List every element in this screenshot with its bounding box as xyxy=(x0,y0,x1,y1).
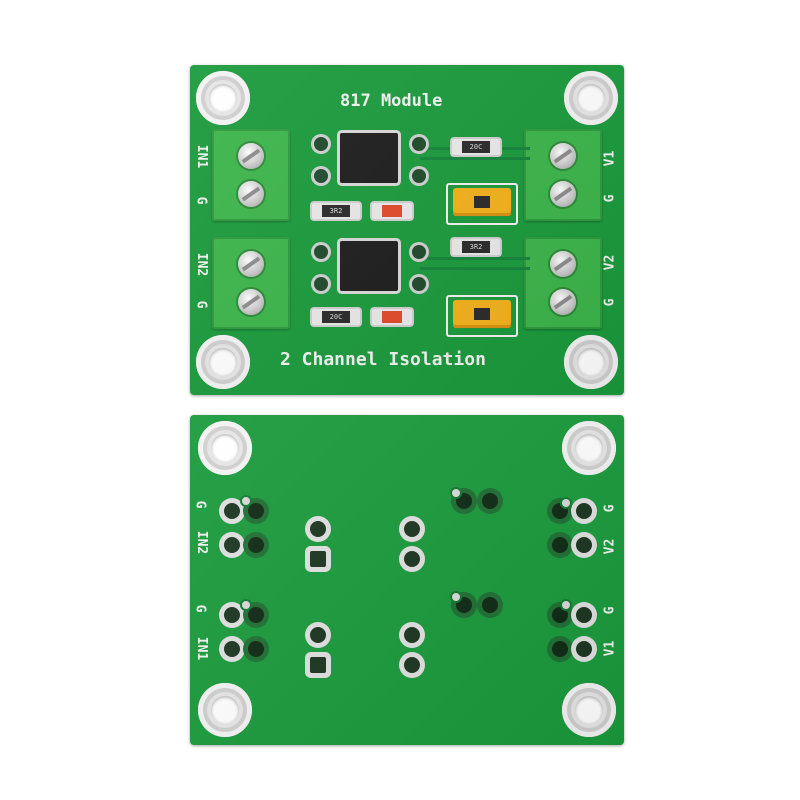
terminal-block-in2 xyxy=(212,237,290,329)
trace xyxy=(420,267,530,270)
led-2 xyxy=(372,309,412,325)
optocoupler-chip-2 xyxy=(340,241,398,291)
solder-pad-square xyxy=(310,551,326,567)
optocoupler-chip-1 xyxy=(340,133,398,183)
solder-pad xyxy=(404,551,420,567)
chip1-pin xyxy=(314,137,328,151)
solder-pad xyxy=(248,503,264,519)
screw-g1 xyxy=(238,181,264,207)
label-back-g-top-right: G xyxy=(602,504,618,513)
label-g1-left: G xyxy=(193,196,209,205)
label-back-g-bottom: G xyxy=(192,604,208,613)
solder-pad xyxy=(456,493,472,509)
screw-g1-out xyxy=(550,181,576,207)
jumper-header-2 xyxy=(446,295,518,337)
trace xyxy=(420,257,530,260)
screw-in2 xyxy=(238,251,264,277)
jumper-cap-1[interactable] xyxy=(453,188,511,216)
solder-pad xyxy=(576,537,592,553)
via xyxy=(562,499,570,507)
label-back-in1: IN1 xyxy=(194,636,210,661)
mounting-hole-top-right xyxy=(564,71,618,125)
chip2-pin xyxy=(314,245,328,259)
solder-pad xyxy=(456,597,472,613)
solder-pad xyxy=(404,657,420,673)
via xyxy=(242,497,250,505)
label-g2-left: G xyxy=(193,300,209,309)
solder-pad xyxy=(224,537,240,553)
solder-pad xyxy=(552,537,568,553)
screw-g2 xyxy=(238,289,264,315)
label-back-g-bottom-right: G xyxy=(602,606,618,615)
label-g2-right: G xyxy=(602,298,618,307)
mounting-hole-bottom-left xyxy=(198,683,252,737)
solder-pad xyxy=(576,641,592,657)
mounting-hole-bottom-left xyxy=(196,335,250,389)
solder-pad xyxy=(576,607,592,623)
label-v2: V2 xyxy=(602,254,618,271)
screw-v1 xyxy=(550,143,576,169)
via xyxy=(452,593,460,601)
solder-pad xyxy=(404,627,420,643)
screw-g2-out xyxy=(550,289,576,315)
solder-pad xyxy=(248,537,264,553)
chip2-pin xyxy=(412,277,426,291)
board-title: 817 Module xyxy=(340,91,443,111)
resistor-top-2: 3R2 xyxy=(452,239,500,255)
solder-pad xyxy=(404,521,420,537)
screw-in1 xyxy=(238,143,264,169)
chip2-pin xyxy=(314,277,328,291)
label-back-g-top: G xyxy=(192,500,208,509)
solder-pad xyxy=(248,641,264,657)
mounting-hole-top-left xyxy=(198,421,252,475)
label-in2: IN2 xyxy=(194,252,210,277)
label-g1-right: G xyxy=(602,194,618,203)
solder-pad xyxy=(482,493,498,509)
solder-pad xyxy=(576,503,592,519)
label-v1: V1 xyxy=(602,150,618,167)
mounting-hole-bottom-right xyxy=(562,683,616,737)
chip1-pin xyxy=(412,137,426,151)
solder-pad xyxy=(224,641,240,657)
solder-pad xyxy=(310,627,326,643)
solder-pad xyxy=(552,607,568,623)
screw-v2 xyxy=(550,251,576,277)
via xyxy=(452,489,460,497)
led-1 xyxy=(372,203,412,219)
solder-pad xyxy=(552,641,568,657)
jumper-header-1 xyxy=(446,183,518,225)
pcb-front-board: 817 Module 2 Channel Isolation IN1 G IN2… xyxy=(190,65,624,395)
label-in1: IN1 xyxy=(194,144,210,169)
label-back-v2: V2 xyxy=(602,538,618,555)
chip1-pin xyxy=(314,169,328,183)
solder-pad xyxy=(224,607,240,623)
jumper-cap-2[interactable] xyxy=(453,300,511,328)
resistor-mid-2: 20C xyxy=(312,309,360,325)
solder-pad xyxy=(482,597,498,613)
solder-pad xyxy=(552,503,568,519)
mounting-hole-bottom-right xyxy=(564,335,618,389)
solder-pad xyxy=(310,521,326,537)
terminal-block-in1 xyxy=(212,129,290,221)
chip1-pin xyxy=(412,169,426,183)
pcb-back-board: G IN2 G IN1 G V2 G V1 xyxy=(190,415,624,745)
terminal-block-v2 xyxy=(524,237,602,329)
mounting-hole-top-right xyxy=(562,421,616,475)
via xyxy=(242,601,250,609)
solder-pad-square xyxy=(310,657,326,673)
mounting-hole-top-left xyxy=(196,71,250,125)
terminal-block-v1 xyxy=(524,129,602,221)
trace xyxy=(420,157,530,160)
label-back-v1: V1 xyxy=(602,640,618,657)
solder-pad xyxy=(248,607,264,623)
solder-pad xyxy=(224,503,240,519)
board-footer-text: 2 Channel Isolation xyxy=(280,349,486,370)
chip2-pin xyxy=(412,245,426,259)
resistor-mid-1: 3R2 xyxy=(312,203,360,219)
via xyxy=(562,601,570,609)
resistor-top-1: 20C xyxy=(452,139,500,155)
label-back-in2: IN2 xyxy=(194,530,210,555)
